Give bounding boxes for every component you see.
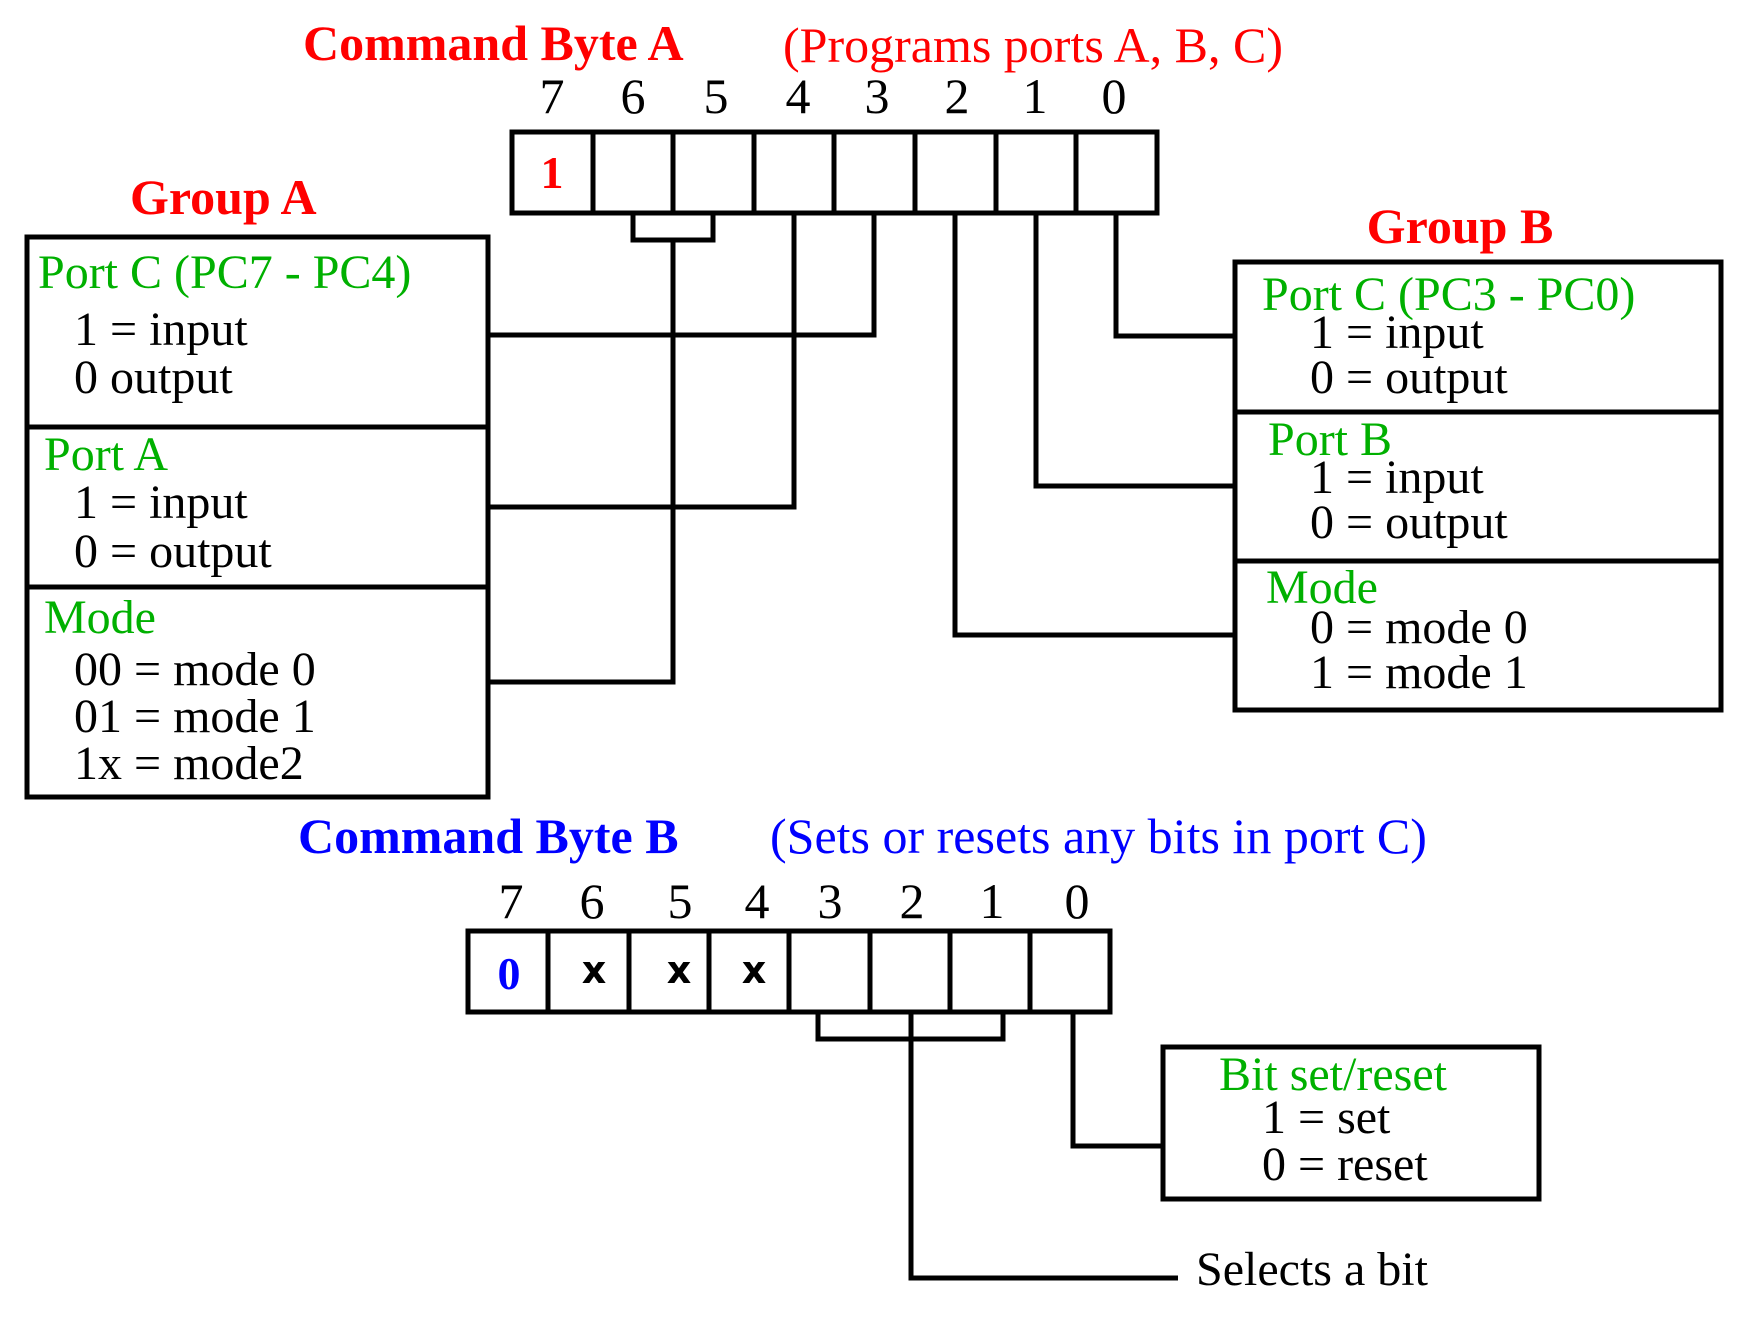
section-heading: Mode bbox=[1266, 561, 1378, 614]
bit-label: 5 bbox=[704, 68, 729, 124]
group-a: Group A Port C (PC7 - PC4) 1 = input 0 o… bbox=[24, 169, 491, 800]
section-line: 0 = reset bbox=[1262, 1138, 1428, 1191]
bit-label: 2 bbox=[900, 873, 925, 929]
mode-bracket-bits-6-5 bbox=[630, 213, 716, 243]
connector-group-a-port-c bbox=[488, 213, 877, 338]
group-b-port-b-section: Port B 1 = input 0 = output bbox=[1268, 413, 1508, 549]
group-b-port-c-section: Port C (PC3 - PC0) 1 = input 0 = output bbox=[1262, 268, 1635, 404]
section-heading: Bit set/reset bbox=[1219, 1048, 1448, 1101]
command-byte-a-subtitle: (Programs ports A, B, C) bbox=[783, 17, 1283, 73]
bit-label: 3 bbox=[865, 68, 890, 124]
connector-group-b-mode bbox=[952, 213, 1235, 638]
bit4-value: x bbox=[742, 948, 767, 992]
section-line: 0 = output bbox=[1310, 496, 1508, 549]
bit-label: 1 bbox=[1023, 68, 1048, 124]
group-b: Group B Port C (PC3 - PC0) 1 = input 0 =… bbox=[1232, 198, 1724, 713]
section-heading: Port C (PC3 - PC0) bbox=[1262, 268, 1635, 321]
bit-label: 1 bbox=[980, 873, 1005, 929]
command-byte-a-bit-labels: 7 6 5 4 3 2 1 0 bbox=[540, 68, 1127, 124]
section-line: 1 = set bbox=[1262, 1091, 1391, 1144]
command-byte-b-subtitle: (Sets or resets any bits in port C) bbox=[770, 808, 1427, 864]
bit-set-reset-box: Bit set/reset 1 = set 0 = reset bbox=[1160, 1044, 1542, 1202]
connector-group-a-mode bbox=[488, 240, 676, 685]
bit-label: 4 bbox=[786, 68, 811, 124]
section-line: 01 = mode 1 bbox=[74, 690, 316, 743]
command-byte-a-connectors bbox=[488, 213, 1235, 685]
group-a-title: Group A bbox=[130, 169, 317, 225]
command-byte-a: Command Byte A (Programs ports A, B, C) … bbox=[303, 15, 1283, 685]
section-line: 0 = mode 0 bbox=[1310, 601, 1528, 654]
bit-label: 0 bbox=[1102, 68, 1127, 124]
connector-group-a-port-a bbox=[488, 213, 797, 510]
bit-label: 3 bbox=[818, 873, 843, 929]
group-b-mode-section: Mode 0 = mode 0 1 = mode 1 bbox=[1266, 561, 1528, 699]
command-byte-b-connectors bbox=[815, 1012, 1178, 1281]
bit-label: 2 bbox=[945, 68, 970, 124]
section-heading: Mode bbox=[44, 591, 156, 644]
command-byte-a-register: 1 bbox=[509, 129, 1160, 216]
group-a-box bbox=[24, 234, 491, 800]
section-line: 0 = output bbox=[74, 525, 272, 578]
group-a-port-a-section: Port A 1 = input 0 = output bbox=[44, 428, 272, 578]
group-a-port-c-section: Port C (PC7 - PC4) 1 = input 0 output bbox=[38, 246, 411, 404]
section-line: 1 = input bbox=[74, 476, 248, 529]
command-byte-b-title: Command Byte B bbox=[298, 808, 679, 864]
bit6-value: x bbox=[582, 948, 607, 992]
command-byte-b: Command Byte B (Sets or resets any bits … bbox=[298, 808, 1542, 1296]
selects-bit-label: Selects a bit bbox=[1196, 1243, 1429, 1296]
section-line: 0 output bbox=[74, 351, 233, 404]
command-byte-b-bit-labels: 7 6 5 4 3 2 1 0 bbox=[499, 873, 1090, 929]
group-a-mode-section: Mode 00 = mode 0 01 = mode 1 1x = mode2 bbox=[44, 591, 316, 790]
section-line: 0 = output bbox=[1310, 351, 1508, 404]
command-byte-a-title: Command Byte A bbox=[303, 15, 684, 71]
section-heading: Port B bbox=[1268, 413, 1392, 466]
bit-label: 0 bbox=[1065, 873, 1090, 929]
bit-label: 7 bbox=[499, 873, 524, 929]
bit-label: 5 bbox=[668, 873, 693, 929]
section-line: 1 = input bbox=[74, 303, 248, 356]
connector-group-b-port-c bbox=[1113, 213, 1235, 339]
section-line: 1x = mode2 bbox=[74, 737, 304, 790]
section-line: 00 = mode 0 bbox=[74, 643, 316, 696]
bit-set-reset-outline bbox=[1160, 1044, 1542, 1202]
section-line: 1 = input bbox=[1310, 306, 1484, 359]
section-line: 1 = input bbox=[1310, 451, 1484, 504]
bit7-value: 1 bbox=[541, 147, 564, 198]
section-heading: Port A bbox=[44, 428, 168, 481]
bit-label: 6 bbox=[580, 873, 605, 929]
bit7-value: 0 bbox=[498, 948, 521, 999]
connector-group-b-port-b bbox=[1033, 213, 1235, 489]
group-b-title: Group B bbox=[1367, 198, 1554, 254]
connector-selects-bit bbox=[908, 1012, 1178, 1281]
command-byte-b-register: 0 x x x bbox=[465, 928, 1113, 1015]
connector-bit-set-reset bbox=[1070, 1012, 1163, 1149]
section-line: 1 = mode 1 bbox=[1310, 646, 1528, 699]
bit5-value: x bbox=[667, 948, 692, 992]
bit-label: 6 bbox=[621, 68, 646, 124]
group-b-box bbox=[1232, 259, 1724, 713]
section-heading: Port C (PC7 - PC4) bbox=[38, 246, 411, 299]
bit-label: 7 bbox=[540, 68, 565, 124]
bit-label: 4 bbox=[745, 873, 770, 929]
